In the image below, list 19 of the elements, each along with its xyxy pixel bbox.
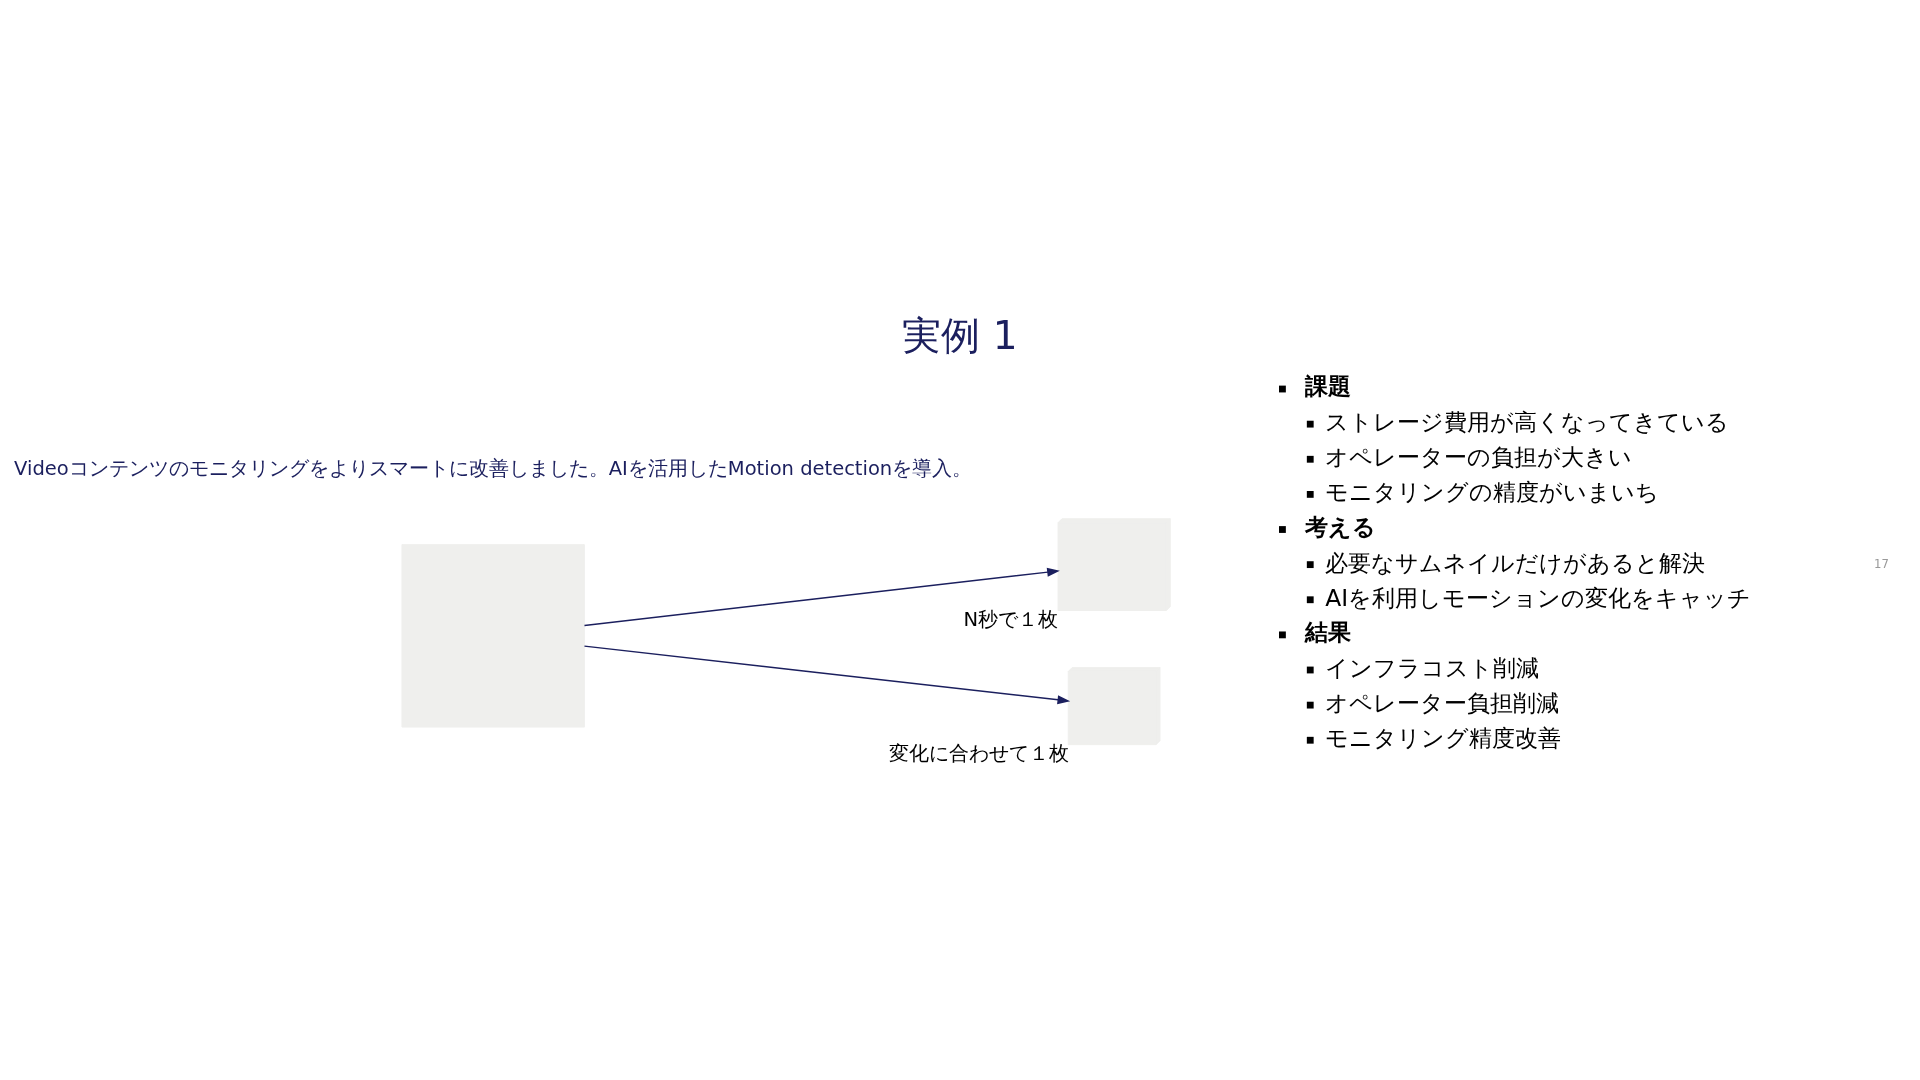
label: 17 <box>1874 556 1889 571</box>
label: オペレーターの負担が大きい <box>1325 443 1633 472</box>
label: オペレーター負担削減 <box>1325 689 1560 718</box>
label: インフラコスト削減 <box>1325 654 1540 683</box>
label: モニタリング精度改善 <box>1325 724 1562 753</box>
label: Videoコンテンツのモニタリングをよりスマートに改善しました。AIを活用したMotion detectionを導入。 <box>14 456 973 480</box>
label: 結果 <box>1304 617 1351 646</box>
label: 考える <box>1304 512 1376 541</box>
node-label: 変化に合わせて１枚 <box>889 742 1070 766</box>
arrow <box>583 645 1071 705</box>
arrow <box>583 567 1060 627</box>
diagram-title: 実例 1 <box>902 313 1018 359</box>
node-box <box>401 544 585 728</box>
label: ストレージ費用が高くなってきている <box>1325 408 1730 437</box>
label: 課題 <box>1304 372 1351 401</box>
label: AIを利用しモーションの変化をキャッチ <box>1325 583 1752 612</box>
label: モニタリングの精度がいまいち <box>1325 478 1660 507</box>
label: 必要なサムネイルだけがあると解決 <box>1325 548 1706 577</box>
node-label: N秒で１枚 <box>963 608 1059 632</box>
